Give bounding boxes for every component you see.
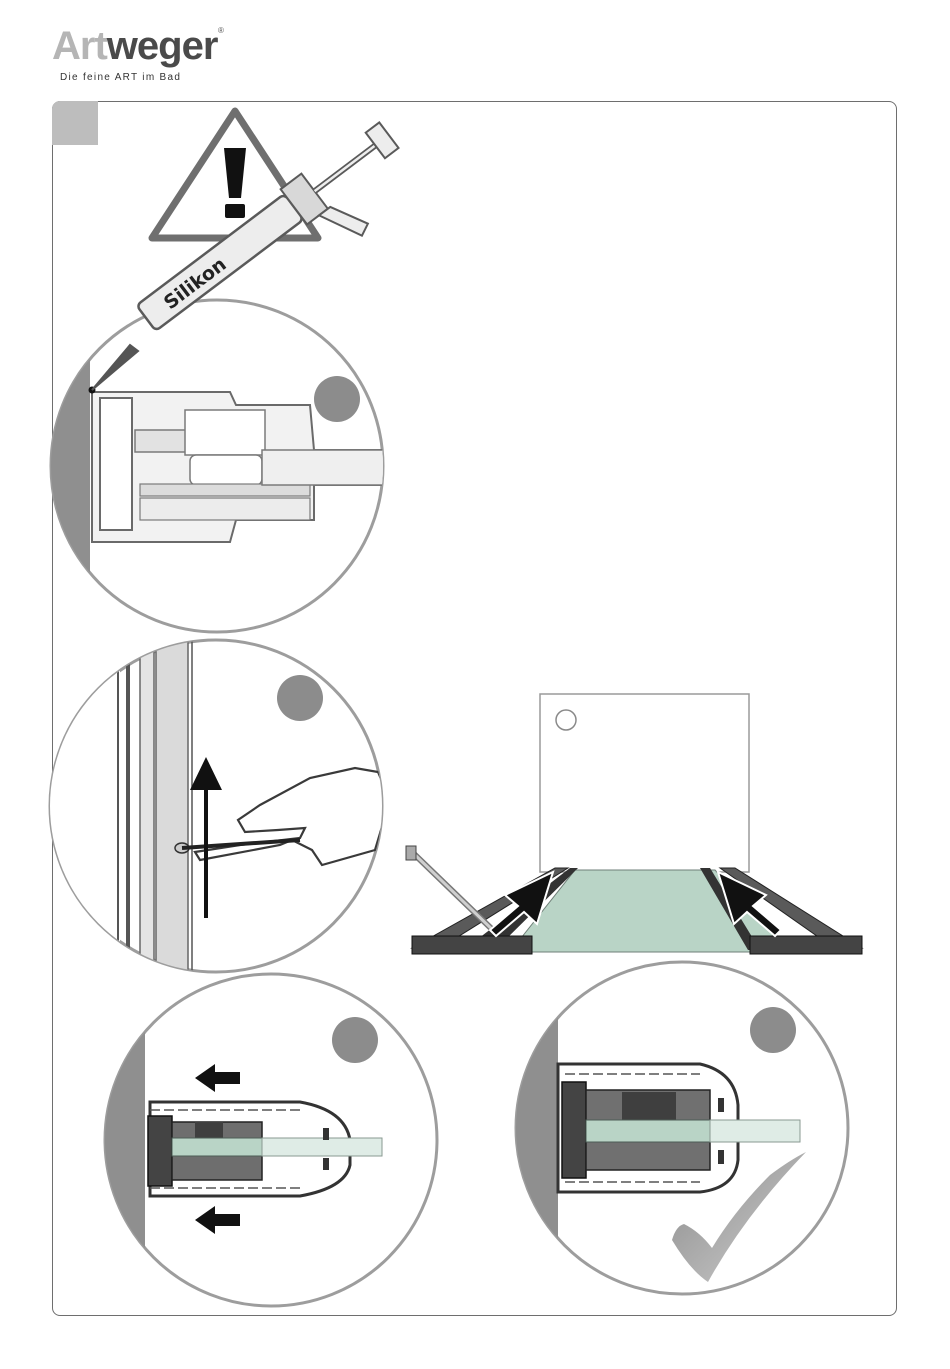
glass-pane bbox=[262, 1138, 382, 1156]
adjust-wheel bbox=[190, 455, 262, 485]
glass-rod bbox=[262, 450, 385, 485]
wall-section-4 bbox=[510, 960, 558, 1300]
glass-edge bbox=[172, 1138, 262, 1156]
bracket-clamp bbox=[185, 410, 265, 455]
bracket-plate bbox=[100, 398, 132, 530]
detail-badge-4 bbox=[750, 1007, 796, 1053]
glass-edge-final bbox=[586, 1120, 710, 1142]
detail-silicone-bracket bbox=[40, 290, 385, 650]
detail-badge-2 bbox=[277, 675, 323, 721]
door-badge bbox=[556, 710, 576, 730]
detail-badge-3 bbox=[332, 1017, 378, 1063]
profile-rail bbox=[140, 630, 154, 990]
detail-lift-pin bbox=[40, 630, 390, 990]
detail-final-position bbox=[510, 960, 848, 1300]
overview-door-rails bbox=[406, 694, 862, 954]
wall-section bbox=[40, 290, 90, 650]
detail-push-profile bbox=[100, 970, 437, 1310]
wall-section-3 bbox=[100, 970, 145, 1310]
glass-pane-final bbox=[710, 1120, 800, 1142]
detail-badge-1 bbox=[314, 376, 360, 422]
